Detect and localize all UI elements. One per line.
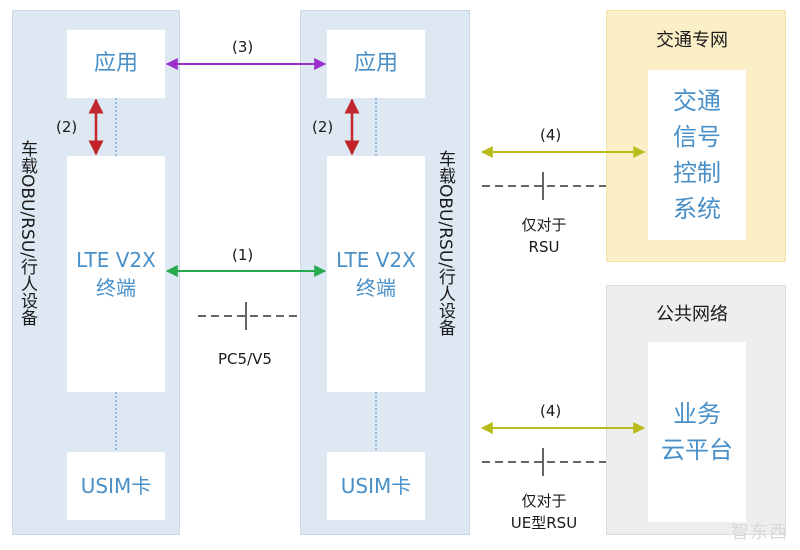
left-usim-box: USIM卡	[67, 452, 165, 520]
left-app-label: 应用	[93, 51, 138, 76]
traffic-box-line4: 系统	[673, 195, 721, 223]
left-terminal-line1: LTE V2X	[76, 248, 156, 272]
left-app-box: 应用	[67, 30, 165, 98]
left-terminal-line2: 终端	[96, 276, 136, 300]
link-4-top-label: (4)	[540, 126, 562, 144]
traffic-net-title: 交通专网	[656, 30, 728, 51]
right-app-label: 应用	[353, 51, 398, 76]
link-3-label: (3)	[232, 38, 254, 56]
rsu-only-top-label: 仅对于 RSU	[508, 214, 580, 258]
link-2-right-label: (2)	[312, 118, 334, 136]
link-2-left-label: (2)	[56, 118, 78, 136]
traffic-box-line1: 交通	[673, 87, 721, 115]
public-net-title: 公共网络	[656, 304, 728, 325]
left-device-label: 车载OBU/RSU/行人设备	[17, 140, 37, 326]
left-usim-label: USIM卡	[80, 474, 152, 498]
cloud-box-line1: 业务	[673, 400, 721, 428]
cloud-platform-box: 业务 云平台	[648, 342, 746, 522]
right-terminal-line1: LTE V2X	[336, 248, 416, 272]
cloud-box-line2: 云平台	[661, 436, 733, 464]
link-4-bottom-label: (4)	[540, 402, 562, 420]
rsu-only-bottom-line2: UE型RSU	[510, 514, 578, 532]
traffic-box-line3: 控制	[673, 159, 721, 187]
rsu-only-top-line1: 仅对于	[521, 216, 567, 234]
traffic-box-line2: 信号	[673, 123, 721, 151]
traffic-signal-box: 交通 信号 控制 系统	[648, 70, 746, 240]
pc5-label: PC5/V5	[218, 350, 272, 368]
right-terminal-line2: 终端	[356, 276, 396, 300]
link-1-label: (1)	[232, 246, 254, 264]
left-terminal-box: LTE V2X 终端	[67, 156, 165, 392]
watermark-logo: 智东西	[731, 522, 788, 543]
right-app-box: 应用	[327, 30, 425, 98]
right-device-label: 车载OBU/RSU/行人设备	[435, 150, 455, 336]
rsu-only-bottom-line1: 仅对于	[521, 492, 567, 510]
right-usim-box: USIM卡	[327, 452, 425, 520]
right-usim-label: USIM卡	[340, 474, 412, 498]
right-terminal-box: LTE V2X 终端	[327, 156, 425, 392]
rsu-only-bottom-label: 仅对于 UE型RSU	[496, 490, 592, 534]
rsu-only-top-line2: RSU	[528, 238, 560, 256]
